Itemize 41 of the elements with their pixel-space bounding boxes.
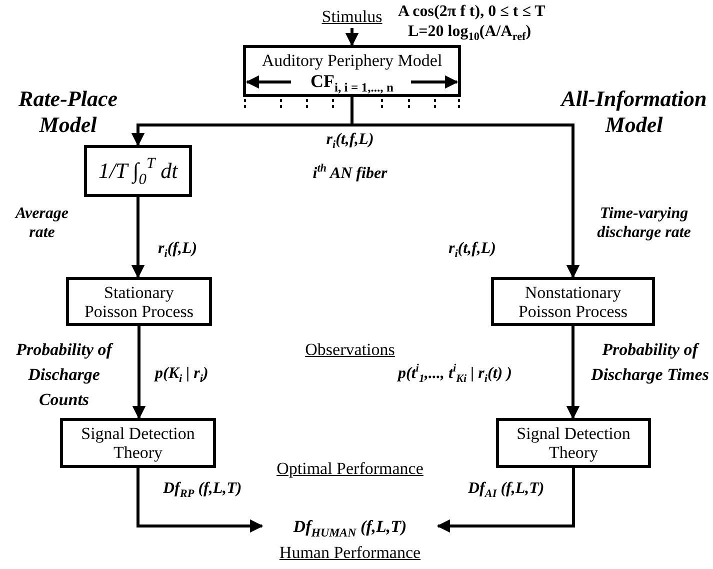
process-box <box>66 277 212 326</box>
arrow <box>436 468 575 533</box>
node-title: Stimulus <box>322 6 382 26</box>
node-title: Auditory Periphery Model <box>262 51 442 70</box>
section-heading: Optimal Performance <box>276 459 424 478</box>
channel-label: CF$_{i, i = 1,..., n}$ <box>310 72 394 91</box>
arrow <box>131 197 145 278</box>
edge-label: Df$_{RP}$ (f,L,T) <box>163 480 242 498</box>
arrow <box>136 468 264 533</box>
annotation-text: Probability of Discharge Counts <box>15 339 114 411</box>
process-box <box>491 277 655 326</box>
signal-label: r$_{i}$(t,f,L) <box>325 130 375 149</box>
edge-label: p(K$_{i}$ | r$_{i}$) <box>155 365 208 383</box>
arrow <box>345 28 359 46</box>
process-box <box>243 45 461 97</box>
node-title: Df$_{HUMAN}$ (f,L,T) <box>293 516 407 536</box>
section-heading: Observations <box>304 340 396 359</box>
node-title: Nonstationary Poisson Process <box>517 282 629 320</box>
model-title: Rate-Place Model <box>18 86 118 138</box>
edge-label: p(t$^{i}$$_{1}$,..., t$^{i}$$_{Ki}$ | r$_{i}$(t) ) <box>398 365 512 383</box>
node-title: Signal Detection Theory <box>80 424 196 462</box>
arrow <box>566 326 580 420</box>
fiber-label: i$^{th}$ AN fiber <box>312 164 388 183</box>
edge-label: r$_{i}$(t,f,L) <box>448 240 496 258</box>
formula-text: A cos(2π f t), 0 ≤ t ≤ T <box>398 2 546 21</box>
arrow <box>350 97 580 278</box>
annotation-text: Probability of Discharge Times <box>590 339 710 386</box>
edge-label: r$_{i}$(f,L) <box>158 240 198 258</box>
node-title: Stationary Poisson Process <box>83 282 195 320</box>
process-box <box>60 418 216 468</box>
formula-text: 1/T ∫$_{0}$$^{T}$ dt <box>98 158 178 184</box>
edge-label: Df$_{AI}$ (f,L,T) <box>468 480 544 498</box>
annotation-text: Average rate <box>14 204 70 242</box>
process-box <box>84 145 192 197</box>
arrow <box>132 326 146 420</box>
model-title: All-Information Model <box>559 86 708 138</box>
formula-text: L=20 log$_{10}$(A/A$_{ref}$) <box>408 22 532 41</box>
section-heading: Human Performance <box>278 543 422 562</box>
process-box <box>496 418 651 468</box>
annotation-text: Time-varying discharge rate <box>596 204 692 242</box>
node-title: Signal Detection Theory <box>516 424 632 462</box>
